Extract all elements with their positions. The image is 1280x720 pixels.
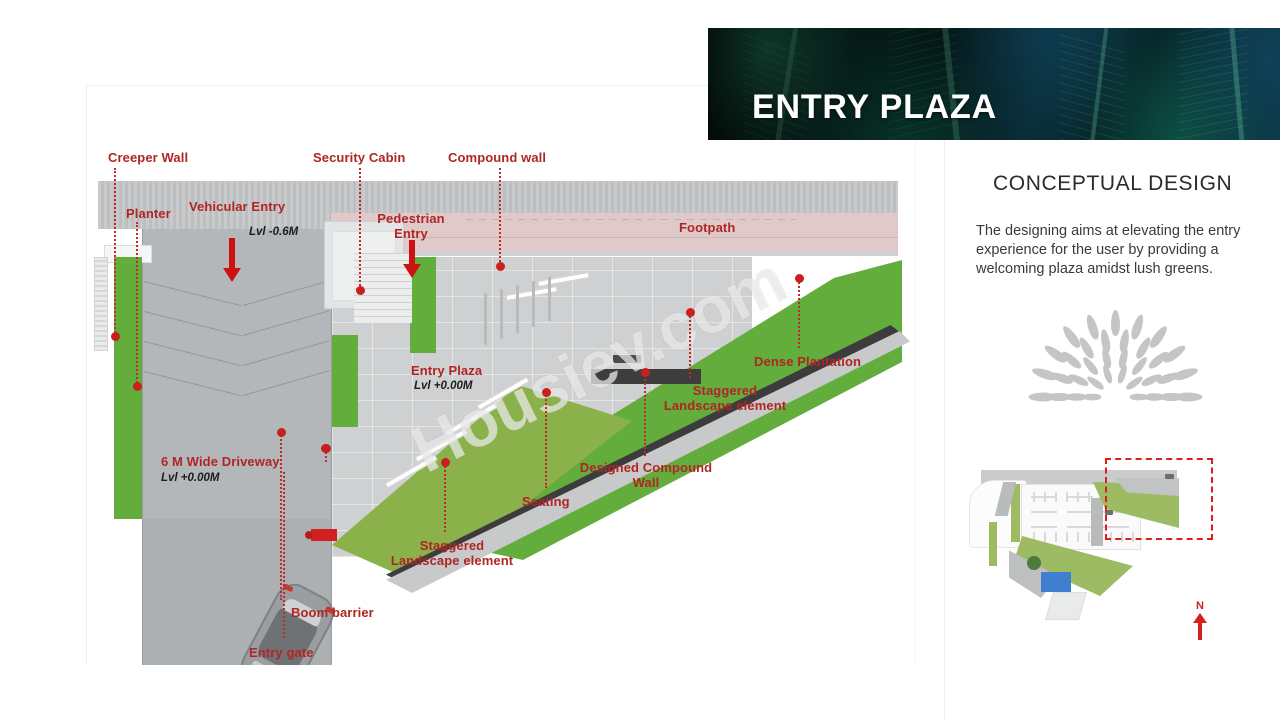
post [484, 293, 487, 345]
post [516, 285, 519, 333]
site-plan-drawing: Housiev.com [86, 85, 916, 665]
boom-barrier-arm [311, 529, 337, 541]
leaf-petal [1110, 310, 1120, 336]
leader-line-creeper-wall [114, 168, 116, 336]
leader-line-dense-plantation [798, 278, 800, 348]
creeper-wall-hatch [94, 257, 108, 351]
planter-strip-inner [332, 335, 358, 427]
panel-divider [944, 140, 945, 720]
leaf-petal [1116, 363, 1129, 385]
label-planter: Planter [126, 206, 171, 221]
label-pedestrian-entry: Pedestrian Entry [377, 211, 445, 241]
post [532, 281, 535, 327]
label-staggered-landscape-lower: Staggered Landscape element [390, 538, 514, 568]
pedestrian-entry-arrow-shaft [409, 240, 415, 268]
label-footpath: Footpath [679, 220, 736, 235]
leaf-petal [1129, 312, 1147, 341]
vehicular-entry-arrow-shaft [229, 238, 235, 272]
leaf-petal [1083, 312, 1101, 341]
label-dense-plantation: Dense Plantation [754, 354, 862, 369]
label-seating: Seating [522, 494, 570, 509]
leader-dot-staggered-landscape-lower [440, 458, 450, 467]
leader-line-boom-barrier [280, 432, 282, 600]
plan-frame-right [915, 85, 916, 665]
level-driveway: Lvl +0.00M [161, 472, 220, 484]
footpath-dash [466, 219, 796, 220]
post [500, 289, 503, 339]
footpath-line [331, 237, 898, 238]
conceptual-design-title: CONCEPTUAL DESIGN [993, 172, 1233, 195]
label-security-cabin: Security Cabin [313, 150, 406, 165]
keyplan-grey-block [1091, 498, 1103, 546]
leader-line-security-cabin [359, 168, 361, 290]
leader-dot-security-cabin [355, 286, 365, 295]
banner-shade-overlay [708, 28, 1280, 140]
leader-dot-boom-barrier [321, 444, 330, 453]
leader-line-boom-barrier-pin [325, 448, 327, 462]
footpath-edge [331, 252, 898, 256]
label-entry-gate: Entry gate [249, 645, 314, 660]
leader-line-designed-compound-wall [644, 372, 646, 456]
leader-dot-planter [132, 382, 142, 391]
keyplan-car-icon [1105, 510, 1113, 515]
north-arrow-icon: N [1186, 600, 1214, 640]
leaf-petal [1147, 323, 1170, 351]
label-compound-wall: Compound wall [448, 150, 547, 165]
leader-line-compound-wall [499, 168, 501, 266]
label-creeper-wall: Creeper Wall [108, 150, 189, 165]
label-designed-compound-wall: Designed Compound Wall [579, 460, 713, 490]
level-entry-plaza: Lvl +0.00M [414, 380, 473, 392]
conceptual-design-body: The designing aims at elevating the entr… [976, 223, 1241, 277]
label-staggered-landscape-upper: Staggered Landscape element [663, 383, 787, 413]
leaf-petal [1129, 393, 1149, 401]
keyplan-court [1044, 592, 1088, 620]
leader-dot-seating [541, 388, 551, 397]
seating-block-small [613, 355, 641, 363]
keyplan-tree [1027, 556, 1041, 570]
leader-line-staggered-landscape-lower [444, 462, 446, 532]
page-title: ENTRY PLAZA [752, 88, 997, 126]
north-arrow-label: N [1196, 600, 1204, 612]
driveway-edge-right [331, 229, 332, 665]
keyplan-highlight-box [1105, 458, 1213, 540]
leader-line-staggered-landscape-upper [689, 312, 691, 378]
leader-dot-designed-compound-wall [640, 368, 650, 377]
keyplan-pool [1041, 572, 1071, 592]
plan-frame-left [86, 85, 87, 665]
post [548, 277, 551, 321]
leader-dot-dense-plantation [794, 274, 804, 283]
leaf-petal [1081, 393, 1101, 401]
label-vehicular-entry: Vehicular Entry [189, 199, 286, 214]
driveway-edge-left [142, 229, 143, 665]
leader-line-entry-gate [283, 472, 285, 638]
leader-dot-staggered-landscape-upper [685, 308, 695, 317]
leaf-petal [1101, 363, 1114, 385]
keyplan-car-icon [1165, 474, 1174, 479]
leaf-burst-ornament-icon [1020, 310, 1210, 402]
label-boom-barrier: Boom barrier [291, 605, 374, 620]
keyplan-green-strip [989, 522, 997, 566]
plan-frame-top [86, 85, 916, 86]
keyplan-grey-wedge [1115, 478, 1179, 496]
vehicular-entry-arrow-head [223, 268, 241, 282]
label-driveway: 6 M Wide Driveway [161, 454, 280, 469]
site-key-plan [965, 452, 1215, 620]
pedestrian-entry-arrow-head [403, 264, 421, 278]
keyplan-green-strip [1011, 484, 1020, 542]
leader-dot-compound-wall [495, 262, 505, 271]
label-entry-plaza: Entry Plaza [411, 363, 483, 378]
boom-barrier-post [305, 531, 313, 539]
leader-dot-creeper-wall [110, 332, 120, 341]
leader-line-planter [136, 222, 138, 386]
header-banner: ENTRY PLAZA [708, 28, 1280, 140]
level-vehicular-entry: Lvl -0.6M [249, 226, 299, 238]
leader-line-seating [545, 392, 547, 488]
leader-dot-boom-barrier [276, 428, 286, 437]
